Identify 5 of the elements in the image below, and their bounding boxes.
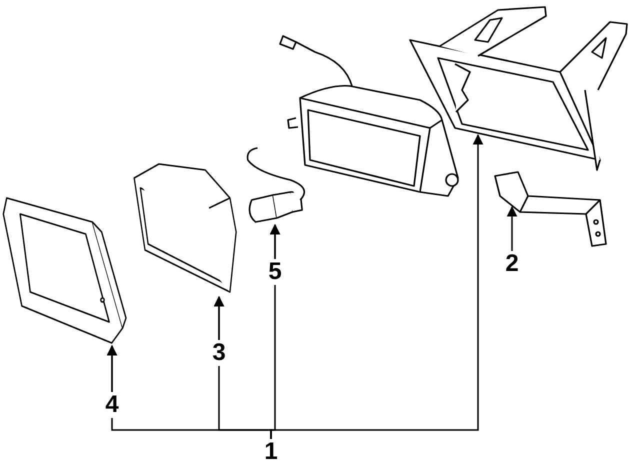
- leader-line: [506, 206, 518, 251]
- leader-line: [106, 344, 272, 439]
- callout-number: 5: [266, 259, 284, 285]
- callout-number: 3: [210, 340, 228, 366]
- callout-number: 4: [103, 392, 121, 418]
